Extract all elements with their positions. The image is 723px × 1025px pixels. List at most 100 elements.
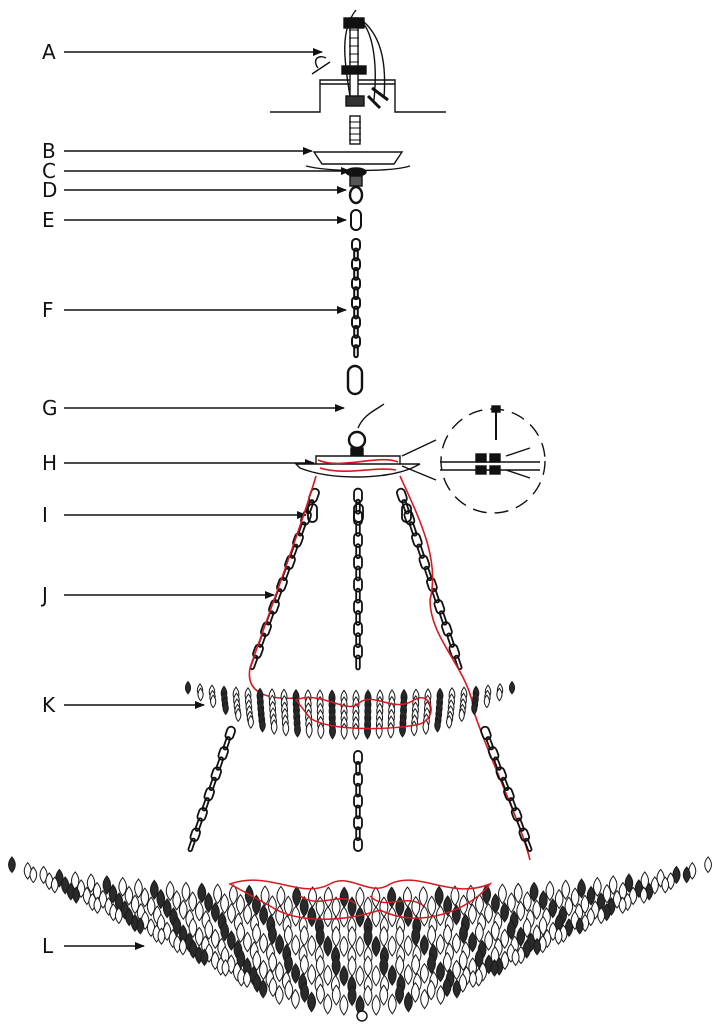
- chain-link: [252, 643, 264, 660]
- crystal-petal: [222, 701, 229, 716]
- callout-label-h: H: [42, 451, 57, 475]
- crystal-petal: [403, 905, 413, 928]
- crystal-petal: [315, 896, 325, 918]
- chain-link: [353, 286, 359, 301]
- crystal-petal: [291, 934, 301, 956]
- crystal-petal: [483, 694, 490, 709]
- chain-link: [396, 487, 408, 504]
- crystal-petal: [434, 717, 441, 733]
- crystal-petal: [188, 891, 198, 912]
- crystal-petal: [411, 925, 421, 947]
- crystal-petal: [299, 925, 309, 947]
- chain-link: [351, 315, 361, 330]
- crystal-petal: [403, 991, 413, 1013]
- crystal-petal: [436, 984, 445, 1005]
- crystal-petal: [459, 923, 468, 944]
- crystal-petal: [529, 881, 539, 903]
- crystal-petal: [379, 984, 389, 1006]
- crystal-petal: [371, 935, 381, 958]
- crystal-petal: [506, 892, 516, 914]
- crystal-petal: [545, 880, 555, 902]
- crystal-petal: [291, 988, 300, 1010]
- crystal-petal: [284, 979, 294, 1001]
- crystal-petal: [395, 925, 405, 947]
- crystal-petal: [39, 865, 48, 885]
- tier-chains: [187, 725, 533, 853]
- crystal-petal: [371, 965, 381, 987]
- crystal-petal: [178, 937, 187, 956]
- crystal-petal: [323, 906, 333, 928]
- crystal-petal: [387, 935, 397, 957]
- crystal-petal: [639, 886, 648, 904]
- crystal-petal: [516, 926, 526, 947]
- crystal-petal: [403, 935, 413, 957]
- crystal-petal: [458, 707, 465, 723]
- callout-label-g: G: [42, 396, 58, 420]
- crystal-petal: [184, 680, 192, 695]
- chain-link: [289, 543, 299, 559]
- crystal-petal: [275, 984, 284, 1005]
- crystal-petal: [276, 885, 286, 907]
- crystal-petal: [554, 888, 564, 910]
- crystal-petal: [443, 923, 452, 945]
- crystal-petal: [379, 896, 389, 918]
- chain-link: [353, 837, 363, 852]
- crystal-petal: [197, 882, 207, 904]
- crystal-petal: [577, 878, 586, 899]
- crystal-petal: [363, 984, 373, 1007]
- crystal-petal: [283, 895, 293, 917]
- crystal-petal: [172, 890, 182, 911]
- crystal-petal: [500, 928, 510, 949]
- crystal-petal: [252, 950, 262, 971]
- crystal-petal: [410, 981, 420, 1003]
- chain-link: [408, 521, 418, 537]
- callout-label-f: F: [42, 298, 54, 322]
- crystal-petal: [513, 882, 523, 904]
- crystal-petal: [403, 963, 413, 986]
- crystal-petal: [305, 721, 313, 739]
- crystal-petal: [426, 979, 436, 1001]
- crystal-petal: [561, 879, 571, 900]
- crystal-petal: [307, 935, 317, 957]
- crystal-petal: [284, 953, 293, 975]
- crystal-petal: [194, 900, 204, 922]
- crystal-petal: [452, 959, 461, 981]
- chain-link: [351, 257, 361, 272]
- crystal-petal: [50, 876, 59, 894]
- crystal-petal: [506, 919, 516, 940]
- crystal-petal: [468, 903, 477, 925]
- chain-link: [355, 804, 361, 820]
- crystal-petal: [210, 694, 217, 709]
- crystal-petal: [468, 931, 477, 953]
- chain-link: [353, 344, 359, 359]
- chain-link: [353, 815, 363, 831]
- chain-link: [355, 498, 361, 515]
- crystal-petal: [228, 884, 238, 906]
- chain-link: [510, 807, 523, 822]
- crystal-petal: [275, 961, 284, 983]
- crystal-petal: [704, 856, 712, 874]
- upper-crystal-tier: [184, 680, 516, 740]
- crystal-petal: [580, 894, 590, 915]
- crystal-petal: [221, 959, 230, 977]
- crystal-petal: [387, 906, 397, 928]
- chain-link: [416, 543, 425, 559]
- crystal-petal: [204, 892, 214, 914]
- crystal-petal: [268, 976, 278, 998]
- crystal-petal: [395, 954, 405, 977]
- chain-link: [292, 532, 304, 548]
- crystal-petal: [307, 991, 317, 1013]
- chain-link: [480, 725, 492, 741]
- crystal-petal: [538, 890, 548, 911]
- crystal-petal: [355, 886, 365, 908]
- chain-link: [355, 543, 361, 560]
- crystal-petal: [299, 954, 309, 976]
- crystal-petal: [452, 932, 461, 954]
- crystal-petal: [243, 903, 252, 925]
- crystal-petal: [522, 891, 532, 912]
- crystal-petal: [387, 886, 397, 908]
- crystal-petal: [387, 964, 397, 986]
- crystal-petal: [427, 895, 437, 917]
